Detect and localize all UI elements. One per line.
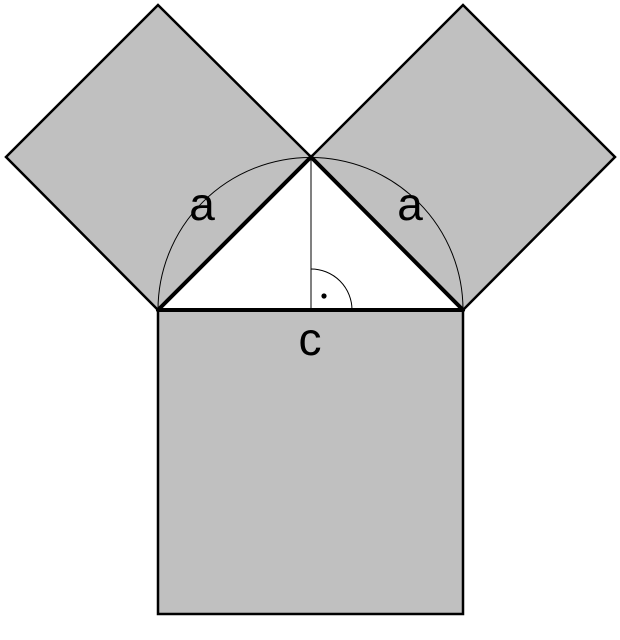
- right-leg-label: a: [397, 178, 423, 230]
- left-leg-edge: [156, 155, 313, 312]
- right-angle-arc: [310, 268, 353, 311]
- right-leg-edge: [309, 155, 465, 312]
- left-leg-label: a: [189, 178, 215, 230]
- right-angle-dot: [321, 293, 327, 299]
- hypotenuse-label: c: [299, 313, 322, 365]
